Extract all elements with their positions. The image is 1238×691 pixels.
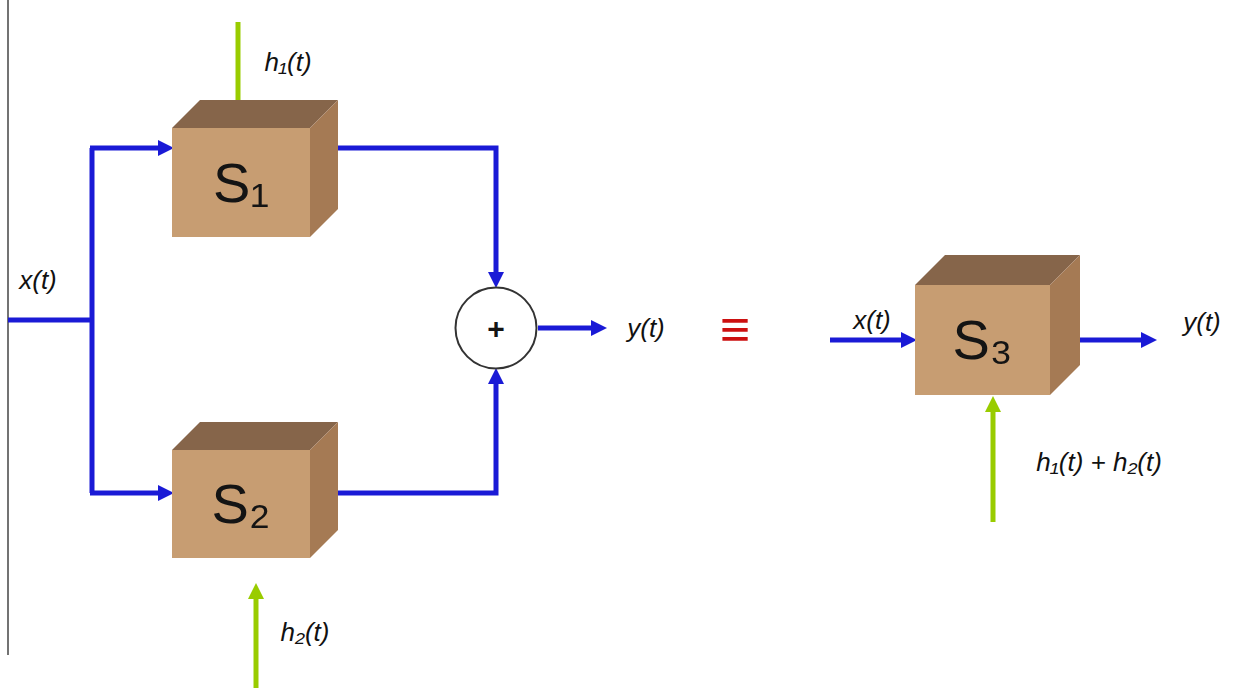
impulse-response-arrow [236, 22, 241, 111]
signal-label: h₁(t) + h₂(t) [1036, 448, 1162, 477]
system-block: S₂ [172, 422, 338, 558]
text-area: + [454, 286, 538, 370]
signal-label: h₁(t) [264, 48, 311, 77]
split-wire [90, 148, 95, 493]
block-side-face [310, 422, 338, 558]
summing-junction: + [454, 286, 538, 370]
block-front-face [172, 450, 310, 558]
block-side-face [1050, 255, 1080, 395]
input-wire [8, 318, 92, 323]
signal-label: h₂(t) [281, 618, 330, 647]
signal-arrow [338, 148, 496, 272]
text-area: S₁ [172, 128, 310, 237]
input-arrow [830, 338, 901, 343]
system-block: S₁ [172, 100, 338, 237]
impulse-response-arrow [254, 599, 259, 688]
block-side-face [310, 100, 338, 237]
block-name: S₁ [213, 152, 269, 214]
input-arrow [90, 146, 158, 151]
block-top-face [172, 100, 338, 128]
text-area: S₃ [915, 285, 1050, 395]
block-name: S₂ [211, 473, 270, 535]
system-block: S₃ [915, 255, 1080, 395]
input-arrow [90, 491, 158, 496]
operator-sign: + [487, 312, 505, 345]
output-arrow [538, 326, 591, 331]
block-top-face [172, 422, 338, 450]
block-name: S₃ [952, 309, 1012, 371]
impulse-response-arrow [991, 412, 996, 522]
block-front-face [915, 285, 1050, 395]
signal-arrow [338, 384, 496, 493]
block-front-face [172, 128, 310, 237]
signal-label: x(t) [19, 266, 57, 295]
frame-edge [7, 0, 9, 655]
junction-circle [456, 288, 537, 369]
signal-label: x(t) [853, 306, 891, 335]
signal-label: y(t) [627, 314, 665, 343]
equivalence-symbol: ≡ [720, 301, 750, 358]
signal-label: y(t) [1183, 308, 1221, 337]
text-area: S₂ [172, 450, 310, 558]
